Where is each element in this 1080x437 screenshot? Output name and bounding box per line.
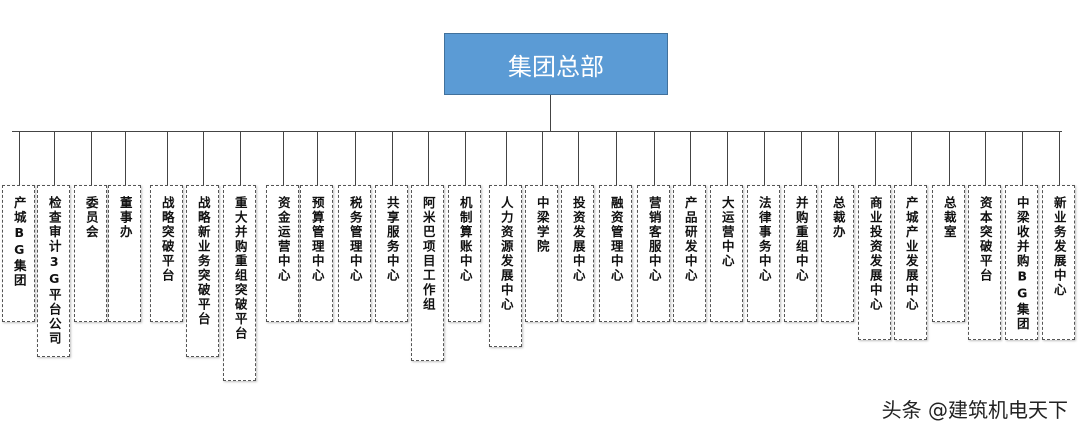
department-label: 中梁学院 (534, 196, 550, 254)
department-box: 商业投资发展中心 (858, 185, 891, 340)
connector-line (911, 131, 912, 185)
department-label: 产城产业发展中心 (903, 196, 919, 312)
department-box: 预算管理中心 (300, 185, 333, 322)
department-label: 税务管理中心 (347, 196, 363, 283)
department-box: 总裁室 (932, 185, 965, 322)
department-label: 中梁收并购BG集团 (1014, 196, 1030, 332)
department-label: 检查审计3G平台公司 (46, 196, 62, 346)
connector-line (764, 131, 765, 185)
connector-line (875, 131, 876, 185)
connector-line (506, 131, 507, 185)
connector-line (125, 131, 126, 185)
connector-line (654, 131, 655, 185)
department-box: 法律事务中心 (747, 185, 780, 322)
department-box: 资金运营中心 (266, 185, 299, 322)
department-label: 人力资源发展中心 (498, 196, 514, 312)
connector-line (283, 131, 284, 185)
department-label: 委员会 (83, 196, 99, 240)
department-box: 战略突破平台 (150, 185, 183, 322)
connector-line (690, 131, 691, 185)
department-label: 法律事务中心 (756, 196, 772, 283)
department-box: 并购重组中心 (784, 185, 817, 322)
connector-line (616, 131, 617, 185)
department-box: 共享服务中心 (375, 185, 408, 322)
department-box: 委员会 (74, 185, 107, 322)
connector-line (54, 131, 55, 185)
department-label: 阿米巴项目工作组 (420, 196, 436, 312)
department-label: 投资发展中心 (570, 196, 586, 283)
root-stem (550, 95, 551, 131)
department-box: 人力资源发展中心 (489, 185, 522, 347)
connector-line (727, 131, 728, 185)
department-box: 营销客服中心 (637, 185, 670, 322)
connector-line (838, 131, 839, 185)
department-label: 产城BG集团 (11, 196, 27, 288)
connector-line (240, 131, 241, 185)
department-box: 检查审计3G平台公司 (37, 185, 70, 357)
department-box: 中梁学院 (525, 185, 558, 322)
department-label: 融资管理中心 (608, 196, 624, 283)
department-box: 产城BG集团 (2, 185, 35, 322)
connector-line (19, 131, 20, 185)
connector-line (167, 131, 168, 185)
department-box: 中梁收并购BG集团 (1005, 185, 1038, 340)
department-box: 战略新业务突破平台 (186, 185, 219, 357)
department-label: 机制算账中心 (457, 196, 473, 283)
department-label: 产品研发中心 (682, 196, 698, 283)
department-label: 资金运营中心 (275, 196, 291, 283)
department-label: 营销客服中心 (646, 196, 662, 283)
department-label: 总裁室 (941, 196, 957, 240)
department-label: 资本突破平台 (977, 196, 993, 283)
department-label: 重大并购重组突破平台 (232, 196, 248, 341)
department-box: 税务管理中心 (338, 185, 371, 322)
department-box: 投资发展中心 (561, 185, 594, 322)
department-label: 董事办 (117, 196, 133, 240)
department-box: 阿米巴项目工作组 (411, 185, 444, 361)
department-label: 共享服务中心 (384, 196, 400, 283)
connector-line (542, 131, 543, 185)
connector-line (392, 131, 393, 185)
department-label: 商业投资发展中心 (867, 196, 883, 312)
root-label: 集团总部 (508, 52, 604, 81)
connector-line (465, 131, 466, 185)
department-label: 战略突破平台 (159, 196, 175, 283)
connector-line (801, 131, 802, 185)
connector-line (317, 131, 318, 185)
department-box: 融资管理中心 (599, 185, 632, 322)
department-box: 大运营中心 (710, 185, 743, 322)
root-node: 集团总部 (444, 33, 668, 95)
connector-line (1022, 131, 1023, 185)
department-box: 董事办 (108, 185, 141, 322)
connector-line (985, 131, 986, 185)
department-label: 战略新业务突破平台 (195, 196, 211, 327)
department-label: 预算管理中心 (309, 196, 325, 283)
department-box: 产城产业发展中心 (894, 185, 927, 340)
department-label: 新业务发展中心 (1051, 196, 1067, 298)
connector-line (1059, 131, 1060, 185)
department-label: 大运营中心 (719, 196, 735, 269)
connector-line (355, 131, 356, 185)
department-box: 资本突破平台 (968, 185, 1001, 340)
department-label: 并购重组中心 (793, 196, 809, 283)
connector-line (203, 131, 204, 185)
department-box: 机制算账中心 (448, 185, 481, 322)
department-box: 总裁办 (821, 185, 854, 322)
department-box: 产品研发中心 (673, 185, 706, 322)
branch-line (12, 131, 1062, 132)
connector-line (91, 131, 92, 185)
department-box: 重大并购重组突破平台 (223, 185, 256, 381)
connector-line (428, 131, 429, 185)
connector-line (949, 131, 950, 185)
department-box: 新业务发展中心 (1042, 185, 1075, 340)
connector-line (578, 131, 579, 185)
department-label: 总裁办 (830, 196, 846, 240)
watermark: 头条 @建筑机电天下 (881, 398, 1068, 422)
